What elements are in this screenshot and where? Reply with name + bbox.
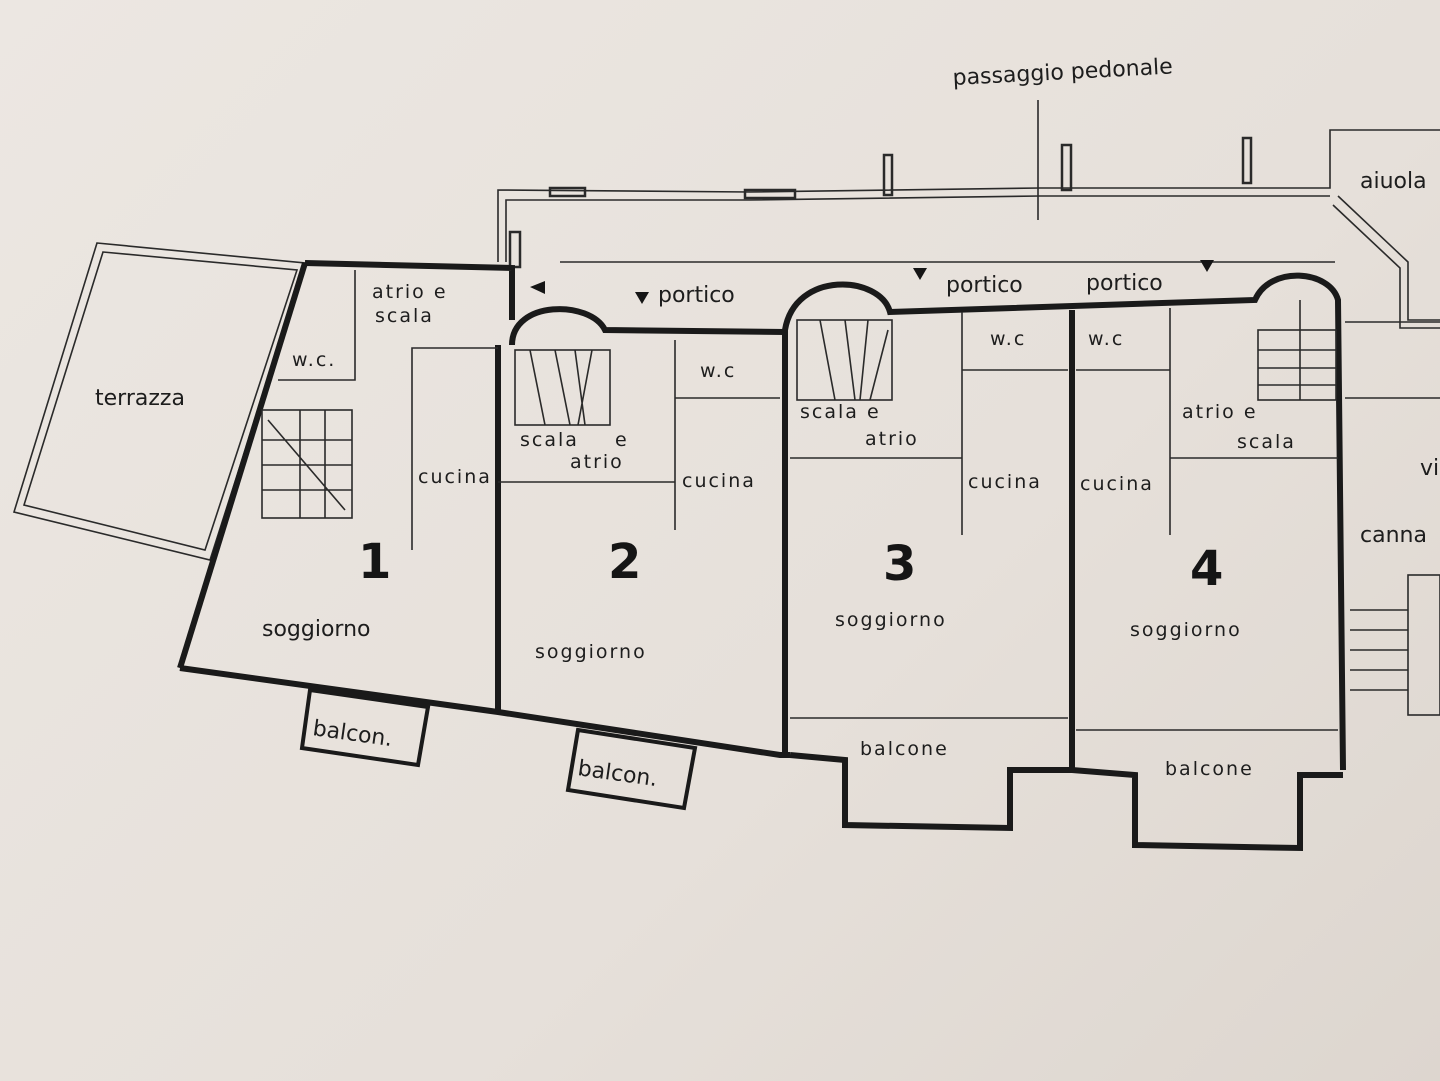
unit-1-living: soggiorno	[262, 617, 371, 642]
unit-4-porch: portico	[1086, 271, 1163, 296]
label-right-partial-1: vi	[1420, 456, 1439, 481]
entrance-arrow-2	[635, 292, 649, 304]
unit-2-porch: portico	[658, 283, 735, 308]
unit-4-balcony: balcone	[1165, 758, 1254, 780]
staircase-icons	[261, 300, 1440, 716]
unit-1-entry-2: scala	[375, 305, 434, 327]
unit-2-number: 2	[608, 534, 641, 590]
unit-2-wc: w.c	[700, 360, 736, 382]
unit-4-wc: w.c	[1088, 328, 1124, 350]
unit-1-number: 1	[358, 534, 391, 590]
unit-3-living: soggiorno	[835, 609, 947, 631]
terrace-outline	[12, 242, 307, 561]
unit-2: portico w.c scala e atrio cucina 2 soggi…	[520, 283, 756, 792]
entrance-arrow-1	[530, 281, 545, 294]
unit-4-entry: atrio e	[1182, 401, 1258, 423]
entrance-arrows	[530, 260, 1214, 304]
unit-4-number: 4	[1190, 541, 1223, 597]
unit-4: portico w.c atrio e scala cucina 4 soggi…	[1080, 271, 1296, 780]
entrance-arrow-3	[913, 268, 927, 280]
label-right-partial-2: canna	[1360, 523, 1427, 548]
interior-partitions	[278, 270, 1440, 731]
unit-3-entry-2: atrio	[865, 428, 919, 450]
label-flowerbed: aiuola	[1360, 169, 1427, 194]
unit-2-kitchen: cucina	[682, 470, 756, 492]
unit-3-kitchen: cucina	[968, 471, 1042, 493]
unit-2-living: soggiorno	[535, 641, 647, 663]
unit-4-living: soggiorno	[1130, 619, 1242, 641]
unit-1-wc: w.c.	[292, 349, 336, 371]
unit-4-kitchen: cucina	[1080, 473, 1154, 495]
unit-2-entry-e: e	[615, 429, 629, 451]
unit-3-balcony: balcone	[860, 738, 949, 760]
unit-1-balcony: balcon.	[311, 716, 394, 752]
unit-2-balcony: balcon.	[576, 756, 659, 792]
label-passage: passaggio pedonale	[952, 54, 1173, 90]
label-terrace: terrazza	[95, 386, 185, 411]
unit-2-entry-2: atrio	[570, 451, 624, 473]
unit-3-entry: scala e	[800, 401, 881, 423]
passage-boundary	[497, 100, 1440, 329]
unit-1-entry: atrio e	[372, 281, 448, 303]
unit-4-entry-2: scala	[1237, 431, 1296, 453]
unit-3-porch: portico	[946, 273, 1023, 298]
unit-3-number: 3	[883, 536, 916, 592]
unit-3-wc: w.c	[990, 328, 1026, 350]
exterior-walls	[177, 260, 1346, 852]
entrance-arrow-4	[1200, 260, 1214, 272]
unit-1-kitchen: cucina	[418, 466, 492, 488]
unit-3: portico w.c scala e atrio cucina 3 soggi…	[800, 273, 1042, 760]
unit-2-entry: scala	[520, 429, 579, 451]
